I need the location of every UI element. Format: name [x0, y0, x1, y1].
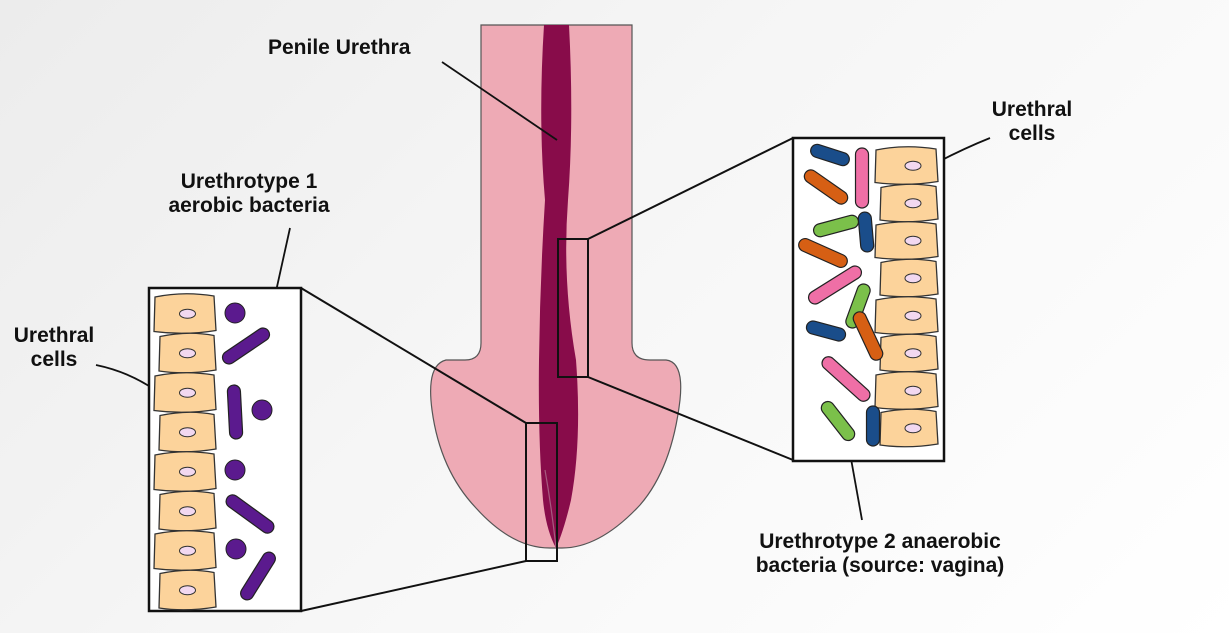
label-urethrotype2: Urethrotype 2 anaerobic bacteria (source… — [720, 530, 1040, 578]
cell-nucleus — [905, 199, 921, 208]
cell-nucleus — [905, 311, 921, 320]
anaerobic-rod-pink — [856, 148, 869, 208]
aerobic-coccus — [225, 303, 245, 323]
zoom-connector — [301, 561, 526, 611]
cell-nucleus — [180, 309, 196, 318]
cell-nucleus — [180, 507, 196, 516]
label-urethrotype1-line2: aerobic bacteria — [134, 194, 364, 218]
label-urethral-cells-left-line1: Urethral — [6, 324, 102, 348]
aerobic-coccus — [252, 400, 272, 420]
aerobic-coccus — [226, 539, 246, 559]
label-urethrotype1-line1: Urethrotype 1 — [134, 170, 364, 194]
cell-nucleus — [180, 586, 196, 595]
cell-nucleus — [905, 236, 921, 245]
cell-nucleus — [180, 428, 196, 437]
label-urethral-cells-right-line2: cells — [980, 122, 1084, 146]
cell-nucleus — [180, 388, 196, 397]
label-penile-urethra: Penile Urethra — [268, 36, 410, 60]
label-urethrotype2-line2: bacteria (source: vagina) — [720, 554, 1040, 578]
label-urethrotype2-line1: Urethrotype 2 anaerobic — [720, 530, 1040, 554]
cell-nucleus — [180, 467, 196, 476]
label-urethrotype1: Urethrotype 1 aerobic bacteria — [134, 170, 364, 218]
cell-nucleus — [180, 546, 196, 555]
label-urethral-cells-right: Urethral cells — [980, 98, 1084, 146]
cell-nucleus — [905, 349, 921, 358]
aerobic-coccus — [225, 460, 245, 480]
cell-nucleus — [905, 424, 921, 433]
label-urethral-cells-right-line1: Urethral — [980, 98, 1084, 122]
cell-nucleus — [180, 349, 196, 358]
cell-nucleus — [905, 161, 921, 170]
label-urethral-cells-left-line2: cells — [6, 348, 102, 372]
aerobic-rod — [227, 385, 243, 440]
cell-nucleus — [905, 386, 921, 395]
label-urethral-cells-left: Urethral cells — [6, 324, 102, 372]
anaerobic-rod-blue — [858, 212, 874, 253]
cell-nucleus — [905, 274, 921, 283]
anaerobic-rod-blue — [867, 406, 880, 446]
